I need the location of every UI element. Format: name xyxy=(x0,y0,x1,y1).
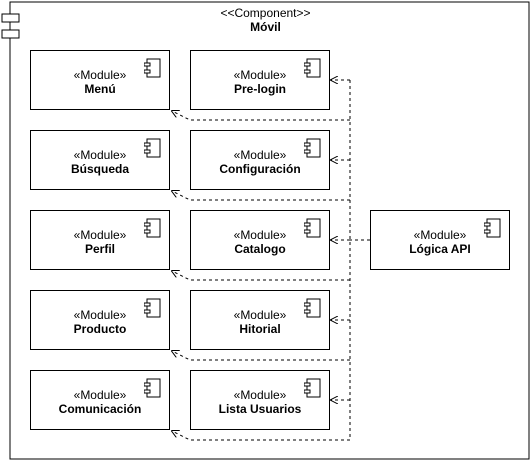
module-prelogin[interactable]: «Module» Pre-login xyxy=(190,50,330,110)
module-name: Catalogo xyxy=(234,242,286,256)
module-configuracion[interactable]: «Module» Configuración xyxy=(190,130,330,190)
module-menu[interactable]: «Module» Menú xyxy=(30,50,170,110)
component-icon xyxy=(144,58,161,78)
component-icon xyxy=(304,378,321,398)
module-name: Perfil xyxy=(84,242,115,256)
frame-port-bottom xyxy=(1,29,20,39)
module-busqueda[interactable]: «Module» Búsqueda xyxy=(30,130,170,190)
component-icon xyxy=(144,138,161,158)
module-catalogo[interactable]: «Module» Catalogo xyxy=(190,210,330,270)
module-name: Menú xyxy=(84,82,116,96)
module-name: Hitorial xyxy=(239,322,281,336)
component-icon xyxy=(304,298,321,318)
module-perfil[interactable]: «Module» Perfil xyxy=(30,210,170,270)
module-producto[interactable]: «Module» Producto xyxy=(30,290,170,350)
component-icon xyxy=(144,378,161,398)
module-name: Pre-login xyxy=(233,82,286,96)
component-title: Móvil xyxy=(250,20,281,34)
module-name: Configuración xyxy=(219,162,301,176)
module-name: Lógica API xyxy=(409,242,471,256)
module-stereotype: «Module» xyxy=(233,228,287,242)
module-hitorial[interactable]: «Module» Hitorial xyxy=(190,290,330,350)
module-name: Producto xyxy=(73,322,127,336)
component-stereotype: <<Component>> xyxy=(220,6,311,20)
component-icon xyxy=(484,218,501,238)
module-stereotype: «Module» xyxy=(73,388,127,402)
module-stereotype: «Module» xyxy=(73,228,127,242)
module-stereotype: «Module» xyxy=(413,228,467,242)
dependency-connectors xyxy=(172,80,370,441)
module-name: Comunicación xyxy=(58,402,142,416)
module-stereotype: «Module» xyxy=(233,308,287,322)
module-stereotype: «Module» xyxy=(73,148,127,162)
frame-port-top xyxy=(1,13,20,23)
module-stereotype: «Module» xyxy=(233,68,287,82)
component-icon xyxy=(304,58,321,78)
component-icon xyxy=(144,218,161,238)
module-stereotype: «Module» xyxy=(233,388,287,402)
component-icon xyxy=(304,138,321,158)
module-name: Lista Usuarios xyxy=(218,402,302,416)
component-icon xyxy=(144,298,161,318)
module-lista-usuarios[interactable]: «Module» Lista Usuarios xyxy=(190,370,330,430)
component-icon xyxy=(304,218,321,238)
module-stereotype: «Module» xyxy=(73,68,127,82)
module-comunicacion[interactable]: «Module» Comunicación xyxy=(30,370,170,430)
module-name: Búsqueda xyxy=(70,162,129,176)
module-stereotype: «Module» xyxy=(233,148,287,162)
module-stereotype: «Module» xyxy=(73,308,127,322)
module-logica-api[interactable]: «Module» Lógica API xyxy=(370,210,510,270)
